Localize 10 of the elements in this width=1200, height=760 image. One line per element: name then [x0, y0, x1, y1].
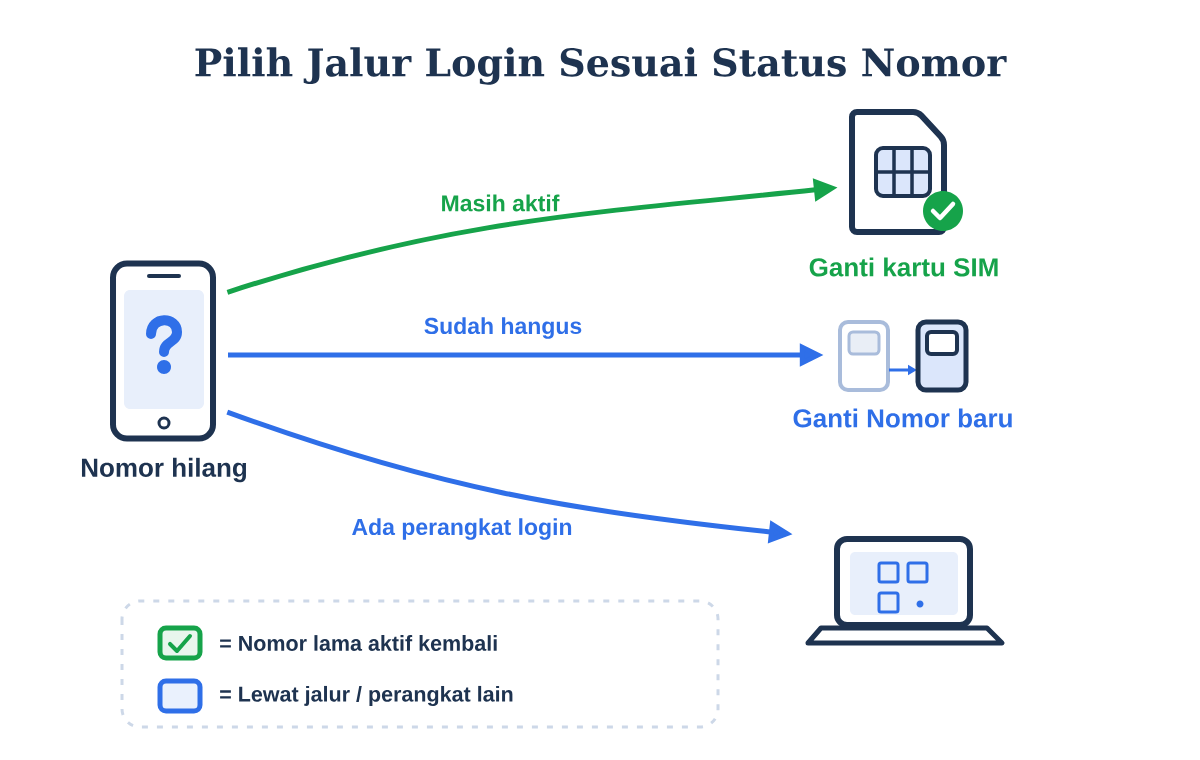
title: Pilih Jalur Login Sesuai Status Nomor: [195, 47, 1007, 85]
edge-label: Ada perangkat login: [349, 516, 575, 542]
laptop-icon: [805, 536, 1005, 646]
edge-label: Masih aktif: [438, 192, 562, 214]
legend-text: = Nomor lama aktif kembali: [220, 635, 497, 651]
node-label: Ganti Nomor baru: [793, 408, 1012, 428]
edge-label: Sudah hangus: [421, 315, 585, 341]
legend-text: = Lewat jalur / perangkat lain: [220, 685, 513, 707]
node-label: Nomor hilang: [81, 457, 247, 483]
node-label: Ganti kartu SIM: [809, 257, 998, 277]
